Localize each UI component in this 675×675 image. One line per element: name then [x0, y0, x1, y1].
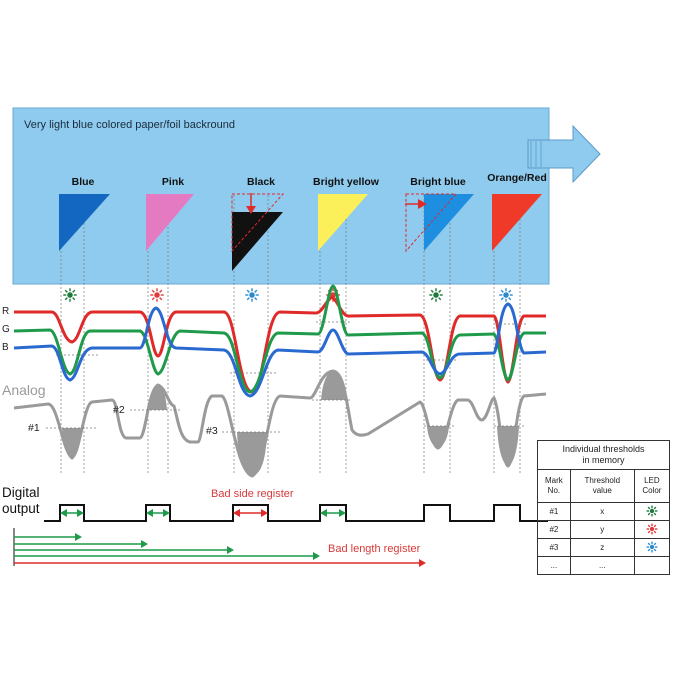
led-icon	[646, 523, 658, 534]
marker-label-3: #3	[206, 425, 218, 437]
channel-label-g: G	[2, 324, 10, 335]
led-icon	[150, 288, 164, 302]
curve-g	[13, 284, 546, 394]
mark-label-pink: Pink	[161, 176, 185, 188]
led-icon	[646, 541, 658, 552]
curve-b	[13, 302, 547, 398]
mark-label-orange-red: Orange/Red	[487, 172, 547, 184]
led-icon	[63, 288, 77, 302]
analog-label: Analog	[2, 382, 46, 398]
table-row: #2 y	[537, 520, 671, 539]
marker-label-2: #2	[113, 404, 125, 416]
mark-label-blue: Blue	[71, 176, 95, 188]
mark-bright-yellow	[318, 194, 368, 251]
led-icon	[499, 288, 513, 302]
table-row: #1 x	[537, 502, 671, 521]
mark-orange-red	[492, 194, 542, 251]
mark-pink	[146, 194, 194, 251]
table-caption: Individual thresholds in memory	[537, 440, 670, 470]
bad-length-register-label: Bad length register	[328, 543, 421, 555]
table-row: #3 z	[537, 538, 671, 557]
led-icon	[245, 288, 259, 302]
right-arrow-icon	[418, 199, 427, 209]
digital-label-line1: Digital	[2, 485, 40, 500]
channel-label-b: B	[2, 342, 9, 353]
analog-curve	[13, 369, 547, 478]
led-icon	[633, 538, 671, 557]
mark-black-outline	[231, 193, 285, 253]
digital-label-line2: output	[2, 501, 40, 516]
mark-black	[232, 212, 283, 271]
table-row: ... ...	[537, 556, 671, 575]
mark-label-black: Black	[246, 176, 276, 188]
mark-bright-blue	[424, 194, 474, 251]
digital-output-label: Digital output	[2, 485, 40, 517]
mark-bright-blue-outline	[405, 193, 458, 253]
led-icon	[429, 288, 443, 302]
mark-label-bright-blue: Bright blue	[410, 176, 466, 188]
mark-label-bright-yellow: Bright yellow	[313, 176, 379, 188]
length-arrows	[14, 536, 420, 564]
direction-arrow-icon	[527, 124, 601, 184]
channel-label-r: R	[2, 306, 10, 317]
mark-blue	[59, 194, 110, 251]
led-icon	[646, 505, 658, 516]
led-indicators	[63, 288, 513, 302]
led-icon	[633, 502, 671, 521]
bad-side-register-label: Bad side register	[211, 488, 294, 500]
analog-fill-4	[321, 371, 345, 400]
background-label: Very light blue colored paper/foil backr…	[24, 119, 235, 131]
curve-r	[14, 295, 546, 394]
digital-output-signal	[44, 504, 548, 522]
led-icon	[633, 520, 671, 539]
down-arrow-icon	[246, 206, 256, 214]
marker-label-1: #1	[28, 422, 40, 434]
